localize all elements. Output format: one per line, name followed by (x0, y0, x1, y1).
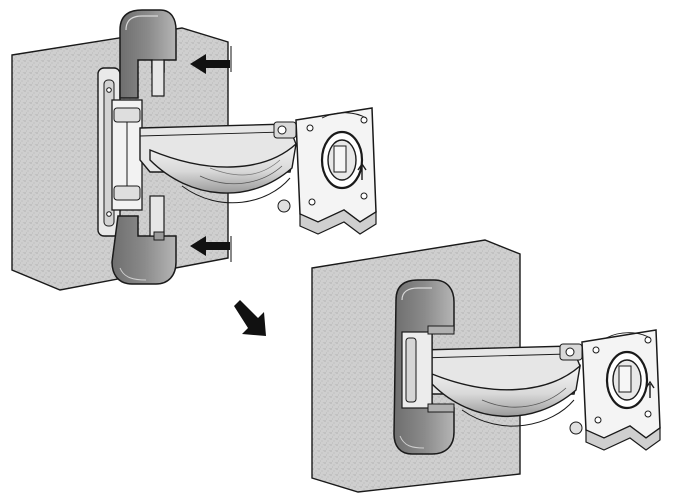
vesa-plate-before (273, 107, 377, 235)
step-before-group (11, 9, 377, 291)
top-cover-before (119, 9, 177, 99)
push-arrow-bottom (190, 236, 232, 262)
transition-arrow (234, 300, 266, 336)
assembled-cover-after (393, 279, 455, 455)
push-arrow-top (190, 46, 232, 74)
hinge-column-before (111, 99, 143, 211)
swing-arm-after (419, 345, 582, 427)
step-after-group (311, 239, 661, 493)
vesa-plate-after (559, 329, 661, 451)
bottom-cover-before (111, 195, 177, 285)
